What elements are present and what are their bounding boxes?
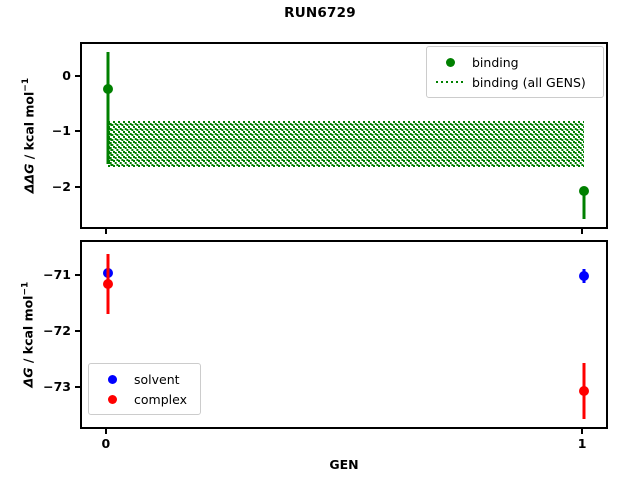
error-bar — [582, 191, 586, 219]
top-y-label-unit: / kcal mol — [20, 91, 36, 164]
data-point-marker[interactable] — [579, 271, 590, 282]
y-tick-label: −1 — [51, 123, 71, 139]
legend-label-solvent: solvent — [134, 371, 180, 387]
binding-all-gens-dotted-line — [107, 137, 585, 140]
binding-all-gens-dotted-line — [107, 150, 585, 153]
legend-item-complex[interactable]: complex — [96, 389, 192, 409]
legend-item-binding[interactable]: binding — [434, 52, 595, 72]
complex-marker-icon — [96, 394, 128, 404]
binding-all-gens-line-icon — [434, 81, 466, 83]
binding-all-gens-dotted-line — [107, 139, 585, 142]
top-panel-legend[interactable]: binding binding (all GENS) — [426, 46, 604, 98]
x-tick-label: 1 — [577, 436, 587, 451]
x-tick-mark — [104, 429, 107, 434]
binding-all-gens-dotted-line — [107, 129, 585, 132]
binding-all-gens-dotted-line — [107, 160, 585, 163]
y-tick-label: 0 — [62, 68, 71, 84]
data-point-marker[interactable] — [102, 278, 113, 289]
error-bar — [106, 52, 110, 164]
top-y-label-symbol: ΔΔG — [20, 163, 36, 194]
binding-all-gens-dotted-line — [107, 163, 585, 166]
binding-all-gens-dotted-line — [107, 155, 585, 158]
bottom-y-label-symbol: ΔG — [20, 367, 36, 388]
binding-all-gens-dotted-line — [107, 153, 585, 156]
y-tick-label: −73 — [43, 378, 71, 394]
legend-label-complex: complex — [134, 391, 187, 407]
bottom-y-label-exponent: −1 — [20, 281, 31, 296]
binding-all-gens-dotted-line — [107, 140, 585, 143]
binding-all-gens-dotted-line — [107, 162, 585, 165]
binding-all-gens-dotted-line — [107, 134, 585, 137]
binding-all-gens-dotted-line — [107, 131, 585, 134]
figure-title: RUN6729 — [284, 5, 356, 21]
data-point-marker[interactable] — [579, 385, 590, 396]
bottom-panel-plot-area — [82, 242, 606, 427]
binding-all-gens-dotted-line — [107, 126, 585, 129]
binding-all-gens-dotted-line — [107, 132, 585, 135]
y-tick-mark — [75, 75, 80, 78]
y-tick-mark — [75, 185, 80, 188]
bottom-panel-legend[interactable]: solvent complex — [88, 363, 201, 415]
legend-item-binding-all-gens[interactable]: binding (all GENS) — [434, 72, 595, 92]
legend-label-binding-all-gens: binding (all GENS) — [472, 74, 586, 90]
y-tick-mark — [75, 329, 80, 332]
binding-all-gens-dotted-line — [107, 149, 585, 152]
data-point-marker[interactable] — [579, 186, 590, 197]
x-tick-mark — [104, 229, 107, 234]
top-panel-y-axis-label: ΔΔG / kcal mol−1 — [21, 78, 36, 193]
y-tick-mark — [75, 130, 80, 133]
binding-all-gens-dotted-line — [107, 158, 585, 161]
legend-label-binding: binding — [472, 54, 519, 70]
binding-all-gens-dotted-line — [107, 121, 585, 124]
binding-all-gens-dotted-line — [107, 165, 585, 168]
y-tick-label: −71 — [43, 266, 71, 282]
binding-all-gens-dotted-line — [107, 144, 585, 147]
y-tick-label: −2 — [51, 178, 71, 194]
binding-all-gens-dotted-line — [107, 157, 585, 160]
binding-all-gens-dotted-line — [107, 147, 585, 150]
binding-all-gens-dotted-line — [107, 135, 585, 138]
binding-all-gens-dotted-line — [107, 127, 585, 130]
x-axis-label: GEN — [329, 457, 359, 472]
top-panel-plot-area — [82, 44, 606, 227]
x-tick-mark — [581, 229, 584, 234]
y-tick-mark — [75, 385, 80, 388]
y-tick-mark — [75, 273, 80, 276]
y-tick-label: −72 — [43, 322, 71, 338]
bottom-panel-y-axis-label: ΔG / kcal mol−1 — [20, 282, 35, 388]
x-tick-mark — [581, 429, 584, 434]
x-tick-label: 0 — [101, 436, 111, 451]
bottom-y-label-unit: / kcal mol — [20, 295, 36, 368]
binding-all-gens-dotted-line — [107, 124, 585, 127]
top-y-label-exponent: −1 — [20, 77, 31, 92]
binding-all-gens-dotted-line — [107, 122, 585, 125]
data-point-marker[interactable] — [102, 84, 113, 95]
binding-all-gens-dotted-line — [107, 152, 585, 155]
binding-all-gens-band — [107, 121, 585, 168]
legend-item-solvent[interactable]: solvent — [96, 369, 192, 389]
binding-marker-icon — [434, 57, 466, 67]
binding-all-gens-dotted-line — [107, 142, 585, 145]
binding-all-gens-dotted-line — [107, 145, 585, 148]
solvent-marker-icon — [96, 374, 128, 384]
